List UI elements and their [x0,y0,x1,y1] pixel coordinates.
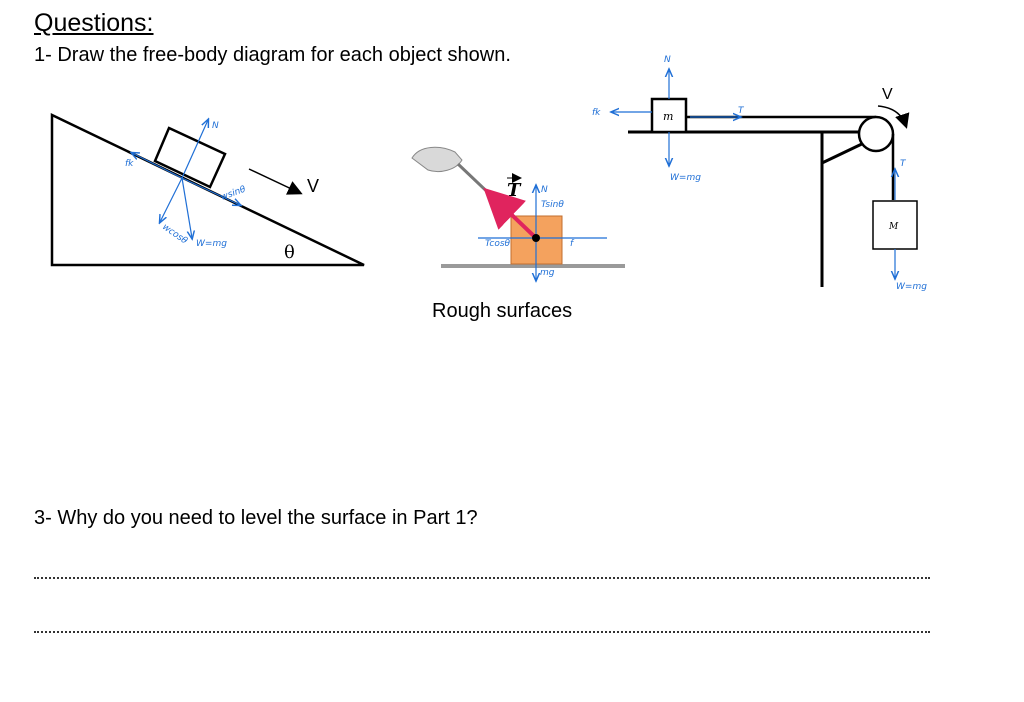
table-brace [821,140,867,165]
hanging-mass-label: M [888,222,899,232]
incline-velocity-arrow [248,168,303,195]
pulley-normal-label: N [664,55,671,65]
pulley-friction-label: fk [592,108,601,118]
pull-friction-label: f [570,239,575,249]
question-3: 3- Why do you need to level the surface … [34,507,478,529]
pull-tension-label: T [507,180,522,201]
incline-wsin-label: wsinθ [220,184,248,202]
question-1: 1- Draw the free-body diagram for each o… [34,44,511,66]
incline-friction-label: fk [125,159,134,169]
pulley-tension-hanging-label: T [900,159,907,169]
small-mass-label: m [663,110,673,123]
pull-tcos-label: Tcosθ [485,239,511,249]
incline-wcos-label: wcosθ [160,222,189,247]
answer-line-2[interactable] [34,629,930,633]
hand-icon [411,146,463,173]
pull-center-dot [532,234,540,242]
pulley-handwritten-forces [612,70,895,278]
pulley-rotation-arrow [877,105,910,129]
pulley-wheel [857,115,895,153]
pulley-velocity-label: V [882,86,893,103]
pull-tension-arrow [483,187,538,240]
incline-velocity-label: V [307,176,319,196]
worksheet-heading: Questions: [34,9,154,37]
rough-surfaces-caption: Rough surfaces [432,300,573,322]
incline-block [153,126,227,189]
pull-tsin-label: Tsinθ [541,200,564,210]
answer-line-1[interactable] [34,575,930,579]
pull-normal-label: N [541,185,548,195]
incline-angle-label: θ [284,242,295,263]
pull-diagram: T N Tsinθ Tcosθ f mg [411,146,625,280]
pulley-tension-label: T [738,106,745,116]
incline-diagram: V θ N fk wsinθ wcosθ W=mg [50,113,365,267]
pulley-weight-m-label: W=mg [670,173,701,183]
incline-handwritten-forces [132,120,240,238]
pulley-weight-hanging-label: W=mg [896,282,927,292]
incline-weight-label: W=mg [196,239,227,249]
pull-handwritten-forces [478,186,607,280]
pull-weight-label: mg [540,268,555,278]
pulley-diagram: V m M N fk T W=mg T W=mg [592,55,927,292]
incline-normal-label: N [212,121,219,131]
